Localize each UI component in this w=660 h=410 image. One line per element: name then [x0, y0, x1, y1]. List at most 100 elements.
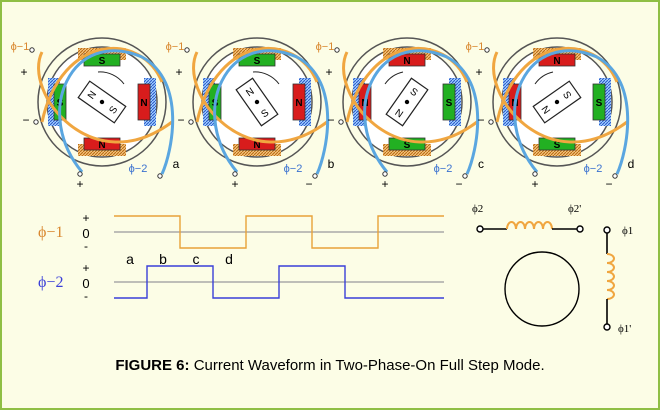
phase1-terminal-top — [484, 47, 490, 53]
phi2-prime-label: ϕ2' — [568, 203, 581, 215]
phase1-winding-wire — [37, 51, 173, 144]
phase2-return-wire — [446, 55, 480, 175]
phase1-terminal-bottom — [488, 119, 494, 125]
phi1-prime-terminal — [603, 323, 611, 331]
rotor-shaft — [554, 99, 560, 105]
phase2-plus: + — [76, 177, 83, 191]
phase2-terminal-right — [312, 173, 318, 179]
phase1-zero-tick: 0 — [82, 226, 89, 241]
phase1-label: ϕ−1 — [166, 41, 185, 53]
stage-letter-b: b — [328, 157, 335, 171]
stator-pole-label-top: N — [553, 56, 560, 67]
phase1-wave-label: ϕ−1 — [38, 224, 63, 241]
stator-pole-right — [442, 83, 456, 121]
stator-pole-label-bottom: N — [253, 140, 260, 151]
phase2-return-wire — [296, 55, 330, 175]
stator-pole-label-top: S — [254, 56, 261, 67]
stator-pole-right — [137, 83, 151, 121]
phase2-minus: − — [455, 177, 462, 191]
phase1-winding-wire — [192, 51, 328, 144]
phase2-return-wire — [141, 55, 175, 175]
stator-pole-label-right: S — [446, 98, 453, 109]
rotor-shaft — [99, 99, 105, 105]
stator-pole-label-right: N — [295, 98, 302, 109]
phase2-waveform — [114, 265, 444, 299]
rotation-arrow — [252, 71, 280, 85]
phase2-minus: − — [605, 177, 612, 191]
phase1-label: ϕ−1 — [11, 41, 30, 53]
rotor: SN — [532, 80, 582, 124]
stator-pole-label-bottom: N — [98, 140, 105, 151]
phase1-minus-tick: - — [84, 239, 88, 253]
phase2-zero-tick: 0 — [82, 276, 89, 291]
rotor-shaft — [404, 99, 410, 105]
stage-letter-c: c — [478, 157, 484, 171]
rotor: SN — [385, 77, 429, 127]
stator-pole-label-bottom: S — [404, 140, 411, 151]
housing-outer-ring — [37, 37, 167, 167]
phase1-plus: + — [20, 65, 27, 79]
phase1-minus: − — [177, 113, 184, 127]
phase2-label: ϕ−2 — [284, 163, 303, 175]
figure-caption: FIGURE 6: Current Waveform in Two-Phase-… — [2, 356, 658, 376]
stator-pole-right — [592, 83, 606, 121]
step-label-d: d — [225, 251, 233, 267]
phase1-plus-tick: + — [82, 211, 89, 225]
phi2-prime-terminal — [576, 225, 584, 233]
housing-outer-ring — [492, 37, 622, 167]
phase1-plus: + — [475, 65, 482, 79]
phi1-coil — [606, 253, 615, 300]
phi2-label: ϕ2 — [472, 203, 483, 215]
phase2-terminal-right — [157, 173, 163, 179]
phase2-terminal-right — [462, 173, 468, 179]
housing-outer-ring — [342, 37, 472, 167]
phase1-winding-wire — [342, 51, 478, 144]
phase1-winding-wire — [492, 51, 628, 144]
phase1-plus: + — [175, 65, 182, 79]
rotor-shaft — [254, 99, 260, 105]
step-label-c: c — [193, 251, 200, 267]
phase2-label: ϕ−2 — [434, 163, 453, 175]
phase2-minus: − — [305, 177, 312, 191]
rotation-arrow — [534, 71, 554, 85]
schematic-rotor — [504, 251, 580, 327]
phase2-wave-label: ϕ−2 — [38, 274, 63, 291]
rotor: NS — [235, 77, 279, 127]
rotor: NS — [77, 80, 127, 124]
step-label-a: a — [126, 251, 134, 267]
phase1-minus: − — [22, 113, 29, 127]
phi1-prime-label: ϕ1' — [618, 323, 631, 335]
phase2-label: ϕ−2 — [584, 163, 603, 175]
phase1-waveform — [114, 215, 444, 249]
step-label-b: b — [159, 251, 167, 267]
phase1-terminal-bottom — [338, 119, 344, 125]
phase2-plus: + — [231, 177, 238, 191]
caption-text: Current Waveform in Two-Phase-On Full St… — [193, 357, 545, 374]
phase2-winding-wire — [58, 49, 143, 173]
caption-label: FIGURE 6: — [115, 357, 190, 374]
phase1-terminal-bottom — [33, 119, 39, 125]
phase1-label: ϕ−1 — [466, 41, 485, 53]
stator-pole-label-right: S — [596, 98, 603, 109]
phase2-minus-tick: - — [84, 289, 88, 303]
phase1-minus: − — [477, 113, 484, 127]
stator-pole-right — [292, 83, 306, 121]
phi2-coil — [506, 221, 553, 230]
phase2-winding-wire — [513, 49, 598, 173]
phase2-terminal-left — [532, 171, 538, 177]
phase1-plus: + — [325, 65, 332, 79]
housing-outer-ring — [192, 37, 322, 167]
stator-pole-label-bottom: S — [554, 140, 561, 151]
phase1-terminal-top — [29, 47, 35, 53]
phase1-terminal-top — [184, 47, 190, 53]
phase2-return-wire — [596, 55, 630, 175]
stator-pole-label-top: S — [99, 56, 106, 67]
phase2-terminal-left — [77, 171, 83, 177]
phase2-plus: + — [381, 177, 388, 191]
stage-letter-a: a — [173, 157, 180, 171]
